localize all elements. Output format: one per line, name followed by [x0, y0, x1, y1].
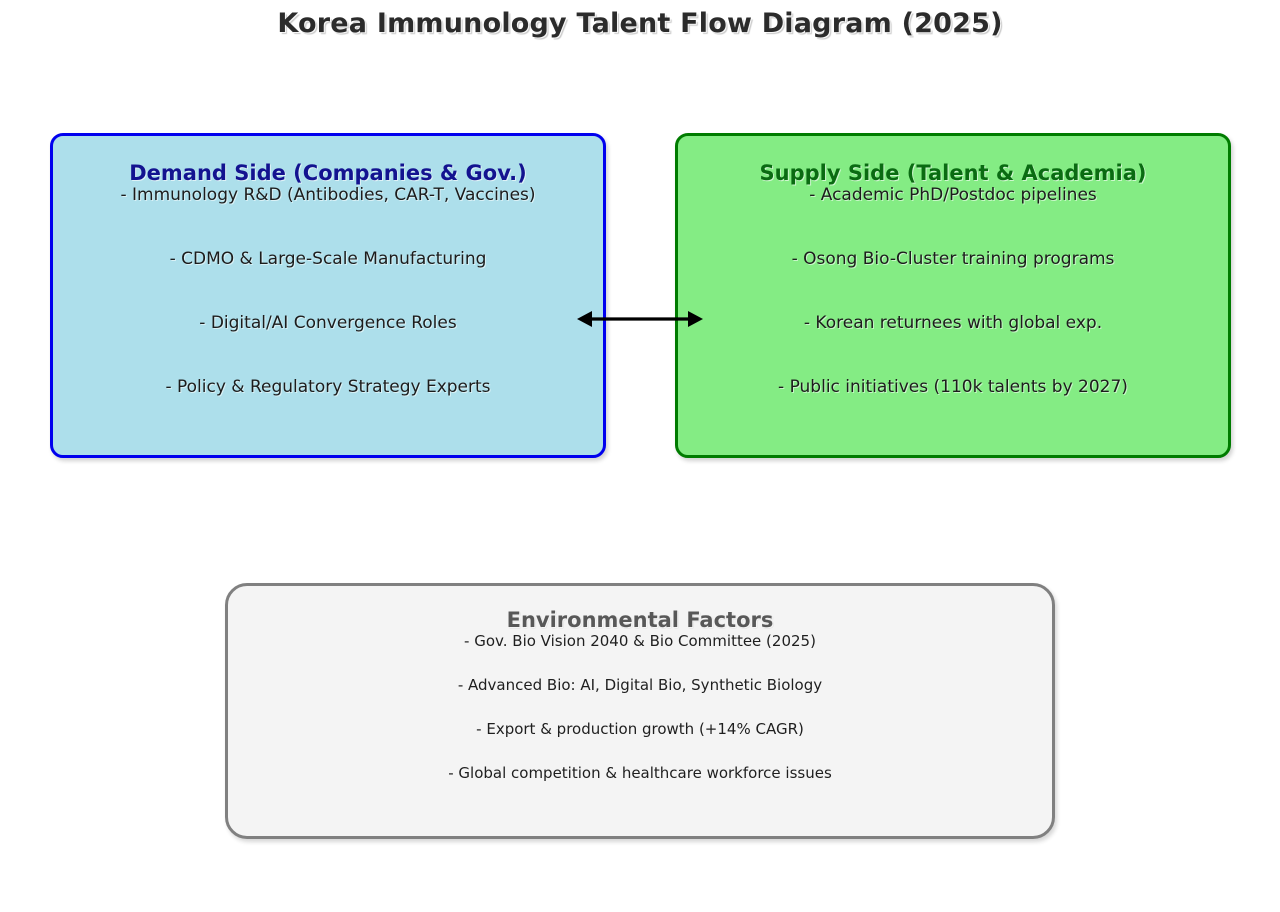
supply-side-heading: Supply Side (Talent & Academia) [759, 161, 1147, 185]
environmental-factors-item: - Gov. Bio Vision 2040 & Bio Committee (… [464, 632, 816, 650]
supply-side-item: - Academic PhD/Postdoc pipelines [809, 185, 1097, 205]
demand-side-item: - Digital/AI Convergence Roles [199, 313, 457, 333]
demand-side-item: - Policy & Regulatory Strategy Experts [165, 377, 491, 397]
supply-side-item: - Public initiatives (110k talents by 20… [778, 377, 1128, 397]
supply-side-item: - Osong Bio-Cluster training programs [791, 249, 1115, 269]
environmental-factors-box: Environmental Factors - Gov. Bio Vision … [225, 583, 1055, 839]
demand-side-item: - CDMO & Large-Scale Manufacturing [169, 249, 487, 269]
demand-side-heading: Demand Side (Companies & Gov.) [129, 161, 527, 185]
demand-supply-connector [575, 300, 705, 338]
supply-side-item: - Korean returnees with global exp. [803, 313, 1103, 333]
demand-side-box: Demand Side (Companies & Gov.) - Immunol… [50, 133, 606, 458]
environmental-factors-item: - Export & production growth (+14% CAGR) [476, 720, 804, 738]
environmental-factors-item: - Global competition & healthcare workfo… [448, 764, 832, 782]
environmental-factors-heading: Environmental Factors [506, 608, 774, 632]
supply-side-box: Supply Side (Talent & Academia) - Academ… [675, 133, 1231, 458]
demand-side-item: - Immunology R&D (Antibodies, CAR-T, Vac… [120, 185, 536, 205]
double-headed-arrow-icon [577, 311, 703, 327]
environmental-factors-item: - Advanced Bio: AI, Digital Bio, Synthet… [457, 676, 823, 694]
page-title: Korea Immunology Talent Flow Diagram (20… [277, 8, 1003, 39]
